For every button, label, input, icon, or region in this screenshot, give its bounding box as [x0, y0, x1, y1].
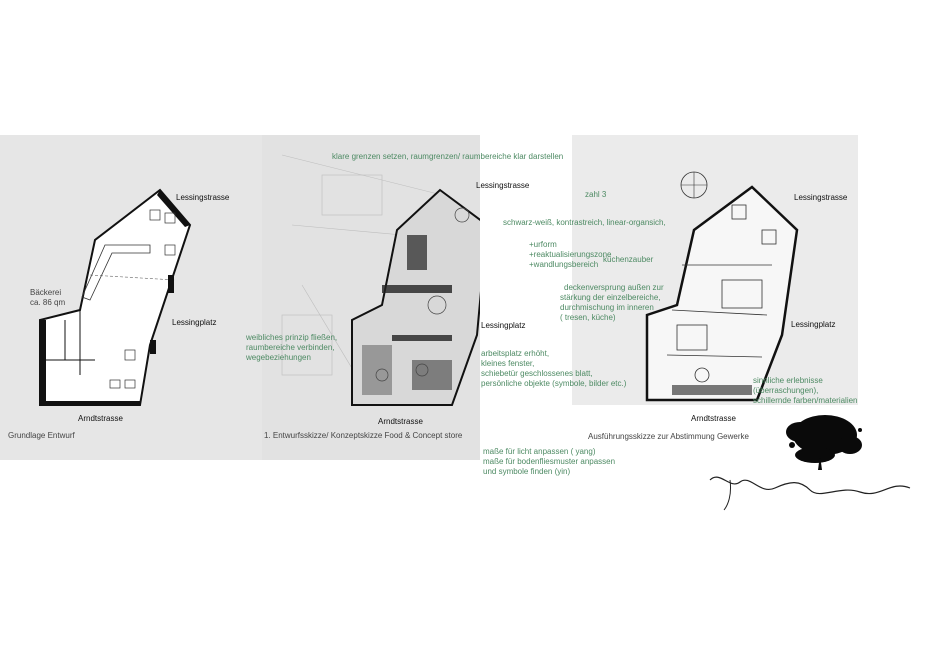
floorplan-grundlage [0, 135, 262, 460]
street-label-north-2: Lessingstrasse [476, 181, 530, 190]
note-top: klare grenzen setzen, raumgrenzen/ raumb… [332, 152, 564, 161]
street-label-north: Lessingstrasse [176, 193, 230, 202]
panel-caption-3: Ausführungsskizze zur Abstimmung Gewerke [588, 432, 749, 441]
street-label-east: Lessingplatz [172, 318, 217, 327]
note-ceiling-3: durchmischung im inneren [560, 303, 654, 312]
note-feminine-2: raumbereiche verbinden, [246, 343, 335, 352]
panel-grundlage: Lessingstrasse Lessingplatz Arndtstrasse… [0, 135, 262, 460]
panel-ausfuehrung [572, 135, 858, 405]
note-feminine-3: wegebeziehungen [246, 353, 311, 362]
panel-konzeptskizze [262, 135, 480, 460]
note-feminine-1: weibliches prinzip fließen, [246, 333, 338, 342]
note-feminine: weibliches prinzip fließen, raumbereiche… [246, 333, 337, 363]
note-senses-1: sinnliche erlebnisse [753, 376, 823, 385]
note-workspace-4: persönliche objekte (symbole, bilder etc… [481, 379, 627, 388]
signature-ink-tree [709, 415, 911, 511]
floorplan-ausfuehrung [572, 135, 858, 405]
street-label-east-3: Lessingplatz [791, 320, 836, 329]
note-concepts: +urform +reaktualisierungszone +wandlung… [529, 240, 612, 270]
street-label-south-3: Arndtstrasse [691, 414, 736, 423]
note-workspace-3: schiebetür geschlossenes blatt, [481, 369, 593, 378]
note-concept-3: +wandlungsbereich [529, 260, 599, 269]
note-concept-2: +reaktualisierungszone [529, 250, 612, 259]
note-senses: sinnliche erlebnisse (überraschungen), s… [753, 376, 858, 406]
note-kitchen: küchenzauber [603, 255, 654, 264]
note-light-2: maße für bodenfliesmuster anpassen [483, 457, 616, 466]
street-label-north-3: Lessingstrasse [794, 193, 848, 202]
note-ceiling-4: ( tresen, küche) [560, 313, 616, 322]
note-light: maße für licht anpassen ( yang) maße für… [483, 447, 615, 477]
floorplan-konzeptskizze [262, 135, 480, 460]
note-ceiling-2: stärkung der einzelbereiche, [560, 293, 661, 302]
street-label-south-2: Arndtstrasse [378, 417, 423, 426]
note-style: schwarz-weiß, kontrastreich, linear-orga… [503, 218, 666, 227]
street-label-east-2: Lessingplatz [481, 321, 526, 330]
area-label-line1: Bäckerei [30, 288, 62, 297]
area-label-line2: ca. 86 qm [30, 298, 66, 307]
note-workspace-2: kleines fenster, [481, 359, 535, 368]
street-label-south: Arndtstrasse [78, 414, 123, 423]
note-workspace: arbeitsplatz erhöht, kleines fenster, sc… [481, 349, 626, 389]
note-ceiling-1: deckenversprung außen zur [564, 283, 664, 292]
note-ceiling: deckenversprung außen zur stärkung der e… [560, 283, 664, 323]
panel-caption: Grundlage Entwurf [8, 431, 75, 440]
note-senses-2: (überraschungen), [753, 386, 819, 395]
note-senses-3: schillernde farben/materialien [753, 396, 858, 405]
note-light-3: und symbole finden (yin) [483, 467, 571, 476]
panel-caption-2: 1. Entwurfsskizze/ Konzeptskizze Food & … [264, 431, 463, 440]
note-workspace-1: arbeitsplatz erhöht, [481, 349, 550, 358]
note-zahl: zahl 3 [585, 190, 607, 199]
note-concept-1: +urform [529, 240, 557, 249]
note-light-1: maße für licht anpassen ( yang) [483, 447, 596, 456]
